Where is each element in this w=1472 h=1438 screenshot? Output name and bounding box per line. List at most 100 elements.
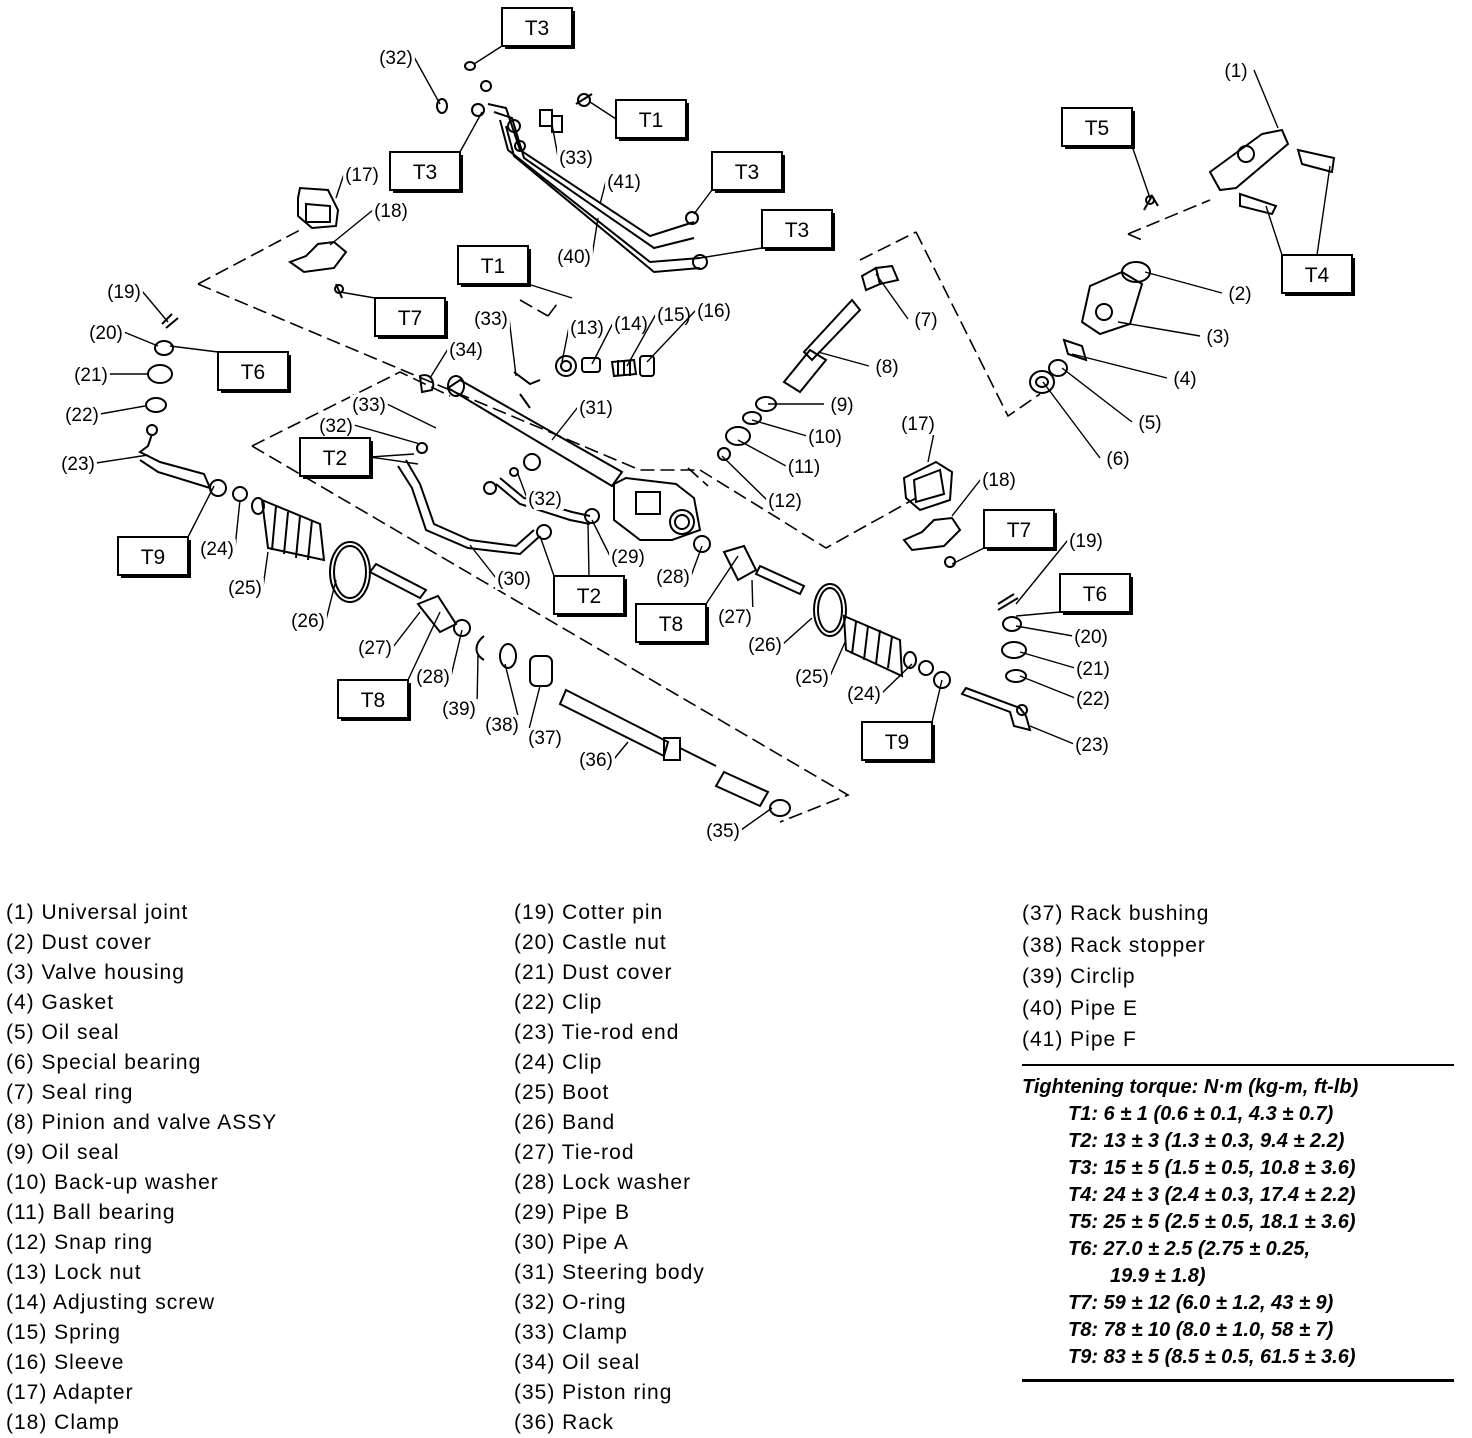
callout-label: (25) xyxy=(228,578,262,599)
torque-box-label: T3 xyxy=(525,17,550,40)
callout: (28) xyxy=(654,545,703,588)
callout-label: (20) xyxy=(89,323,123,344)
box-frame xyxy=(299,437,371,477)
callout-label: (17) xyxy=(345,165,379,186)
torque-box-label: T5 xyxy=(1085,117,1110,140)
callout: (38) xyxy=(483,663,521,736)
tie-rod-end-left xyxy=(138,313,248,502)
torque-callout-box: T7 xyxy=(339,291,448,339)
callout: (32) xyxy=(317,416,421,445)
leader-line xyxy=(721,455,768,501)
callout-label: (18) xyxy=(982,470,1016,491)
torque-box-label: T2 xyxy=(577,585,602,608)
leader-line xyxy=(561,326,570,363)
legend-item: (34) Oil seal xyxy=(514,1351,641,1374)
boot-left xyxy=(251,497,371,603)
callout: (15) xyxy=(626,305,693,367)
callout-label: (38) xyxy=(485,715,519,736)
torque-box-label: T4 xyxy=(1305,264,1330,287)
leader-line xyxy=(392,611,421,648)
leader-line xyxy=(450,629,463,677)
callout: (18) xyxy=(329,201,410,246)
leader-line xyxy=(951,547,985,565)
legend-item: (2) Dust cover xyxy=(6,931,152,954)
leader-line xyxy=(1131,145,1151,199)
torque-box-label: T8 xyxy=(361,689,386,712)
callout: (14) xyxy=(591,314,650,365)
leader-line xyxy=(1042,381,1101,459)
label-backdrop xyxy=(557,148,595,169)
leader-line xyxy=(737,439,787,467)
box-frame xyxy=(117,536,189,576)
callout: (22) xyxy=(1019,675,1112,710)
box-frame xyxy=(217,351,289,391)
label-backdrop xyxy=(372,201,410,222)
leader-line xyxy=(429,348,449,379)
label-backdrop xyxy=(1104,449,1132,470)
torque-box-label: T3 xyxy=(785,219,810,242)
legend-item: (23) Tie-rod end xyxy=(514,1021,680,1044)
tightening-torque-table: Tightening torque: N·m (kg-m, ft-lb) T1:… xyxy=(1022,1064,1454,1382)
torque-row: T7: 59 ± 12 (6.0 ± 1.2, 43 ± 9) xyxy=(1022,1290,1454,1317)
callout: (24) xyxy=(198,499,241,560)
callout: (19) xyxy=(105,282,169,323)
legend-item: (18) Clamp xyxy=(6,1411,120,1434)
callout: (20) xyxy=(87,323,159,347)
callout: (32) xyxy=(377,48,441,105)
label-backdrop xyxy=(495,569,533,590)
leader-line xyxy=(335,173,345,199)
callout-label: (33) xyxy=(559,148,593,169)
callout: (12) xyxy=(721,455,804,512)
box-frame xyxy=(374,297,446,337)
callout-label: (23) xyxy=(61,454,95,475)
callout: (21) xyxy=(1019,651,1112,680)
label-backdrop xyxy=(72,365,110,386)
torque-callout-box: T3 xyxy=(699,209,835,259)
leader-line xyxy=(325,579,337,621)
callout: (8) xyxy=(817,351,901,378)
leader-line xyxy=(508,317,517,377)
torque-callout-box: T5 xyxy=(1061,107,1151,199)
label-backdrop xyxy=(226,578,264,599)
callout: (30) xyxy=(469,544,533,590)
callout: (5) xyxy=(1061,367,1164,434)
leader-line xyxy=(1019,675,1076,699)
legend-item: (22) Clip xyxy=(514,991,603,1014)
torque-value: T9: 83 ± 5 (8.5 ± 0.5, 61.5 ± 3.6) xyxy=(1068,1346,1356,1368)
leader-line xyxy=(187,485,215,538)
callout-label: (41) xyxy=(607,172,641,193)
label-backdrop xyxy=(440,699,478,720)
label-backdrop xyxy=(899,414,937,435)
leader-line xyxy=(369,456,419,465)
leader-line xyxy=(407,611,441,681)
callout: (10) xyxy=(751,419,844,448)
callout: (32) xyxy=(517,473,564,510)
callout-label: (32) xyxy=(379,48,413,69)
legend-column-3: (37) Rack bushing(38) Rack stopper(39) C… xyxy=(1022,898,1209,1056)
torque-value: T8: 78 ± 10 (8.0 ± 1.0, 58 ± 7) xyxy=(1068,1319,1334,1341)
torque-value: T5: 25 ± 5 (2.5 ± 0.5, 18.1 ± 3.6) xyxy=(1068,1211,1356,1233)
box-frame xyxy=(635,603,707,643)
label-backdrop xyxy=(343,165,381,186)
label-backdrop xyxy=(1073,735,1111,756)
torque-callout-box: T9 xyxy=(117,485,215,578)
box-frame xyxy=(861,721,933,761)
leader-line xyxy=(646,309,697,363)
legend-item: (17) Adapter xyxy=(6,1381,134,1404)
callout: (23) xyxy=(1029,725,1111,756)
legend-item: (3) Valve housing xyxy=(6,961,185,984)
leader-line xyxy=(817,351,870,367)
legend-item: (19) Cotter pin xyxy=(514,901,664,924)
callout-label: (18) xyxy=(374,201,408,222)
leader-line xyxy=(1265,205,1283,256)
legend-item: (21) Dust cover xyxy=(514,961,673,984)
callout-label: (27) xyxy=(718,607,752,628)
legend-item: (4) Gasket xyxy=(6,991,115,1014)
leader-line xyxy=(353,424,421,445)
leader-line xyxy=(589,101,617,120)
leader-line xyxy=(705,555,739,605)
callout: (28) xyxy=(414,629,463,688)
leader-line xyxy=(1316,165,1331,256)
callout: (2) xyxy=(1144,271,1254,305)
legend-item: (33) Clamp xyxy=(514,1321,628,1344)
